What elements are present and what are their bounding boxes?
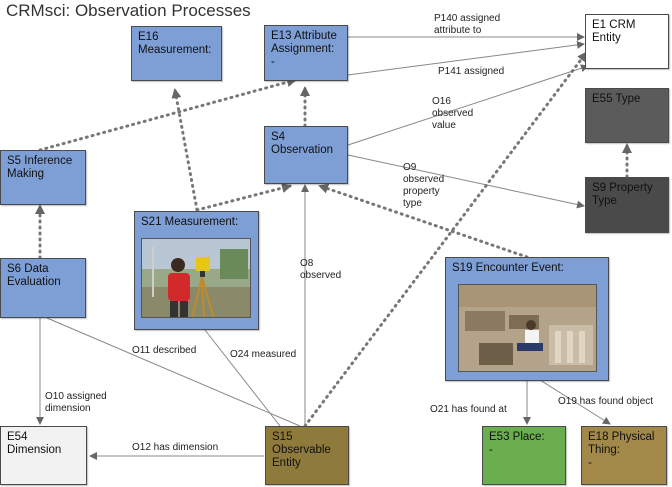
node-e18-label: E18 Physical Thing: - xyxy=(588,431,655,469)
excavation-illustration xyxy=(459,285,596,371)
edge-s5-e13 xyxy=(38,77,297,152)
label-o10: O10 assigned dimension xyxy=(45,391,107,414)
excavation-photo xyxy=(458,284,597,372)
node-s15[interactable]: S15 Observable Entity xyxy=(265,426,349,485)
node-s6[interactable]: S6 Data Evaluation xyxy=(0,258,86,318)
edge-o19 xyxy=(539,379,611,425)
edge-p141 xyxy=(347,40,585,76)
surveyor-photo xyxy=(141,238,251,318)
node-e54-label: E54 Dimension xyxy=(7,431,62,456)
node-e18[interactable]: E18 Physical Thing: - xyxy=(581,426,667,485)
label-p140: P140 assigned attribute to xyxy=(434,13,501,36)
label-o12: O12 has dimension xyxy=(132,442,219,453)
node-s6-label: S6 Data Evaluation xyxy=(7,263,61,288)
label-o21: O21 has found at xyxy=(430,404,507,415)
edge-o16 xyxy=(347,64,589,146)
node-e53[interactable]: E53 Place: - xyxy=(482,426,566,485)
node-s9-label: S9 Property Type xyxy=(592,182,653,207)
node-e55-label: E55 Type xyxy=(592,93,641,105)
edge-s21-s4 xyxy=(195,183,292,212)
edge-o24 xyxy=(204,329,281,427)
node-e53-label: E53 Place: - xyxy=(489,431,545,456)
surveyor-illustration xyxy=(142,239,250,317)
node-e55[interactable]: E55 Type xyxy=(585,88,669,143)
node-e1[interactable]: E1 CRM Entity xyxy=(585,14,669,69)
node-e16[interactable]: E16 Measurement: xyxy=(131,26,222,81)
edge-o9 xyxy=(347,154,585,209)
edge-s15-e1 xyxy=(303,51,588,428)
label-o8: O8 observed xyxy=(300,258,342,281)
node-s4-label: S4 Observation xyxy=(271,131,334,156)
label-o11: O11 described xyxy=(132,345,197,356)
label-o19: O19 has found object xyxy=(558,396,654,407)
node-s9[interactable]: S9 Property Type xyxy=(585,177,669,233)
label-o24: O24 measured xyxy=(230,349,297,360)
node-s15-label: S15 Observable Entity xyxy=(272,431,331,469)
node-s4[interactable]: S4 Observation xyxy=(264,126,348,184)
node-e13-label: E13 Attribute Assignment: - xyxy=(271,30,337,68)
edge-s21-e16 xyxy=(171,88,199,212)
node-s19-label: S19 Encounter Event: xyxy=(452,262,564,274)
label-p141: P141 assigned xyxy=(438,66,505,77)
node-e54[interactable]: E54 Dimension xyxy=(0,426,87,485)
label-o9: O9 observed property type xyxy=(403,162,445,209)
node-e13[interactable]: E13 Attribute Assignment: - xyxy=(264,25,348,81)
node-e16-label: E16 Measurement: xyxy=(138,31,212,56)
node-s21-label: S21 Measurement: xyxy=(141,216,239,228)
node-s5[interactable]: S5 Inference Making xyxy=(0,150,86,205)
node-s5-label: S5 Inference Making xyxy=(7,155,73,180)
diagram-title: CRMsci: Observation Processes xyxy=(6,1,251,20)
node-e1-label: E1 CRM Entity xyxy=(592,19,636,44)
edge-s19-s4 xyxy=(318,183,529,259)
label-o16: O16 observed value xyxy=(432,96,474,131)
edge-o11 xyxy=(46,317,301,427)
